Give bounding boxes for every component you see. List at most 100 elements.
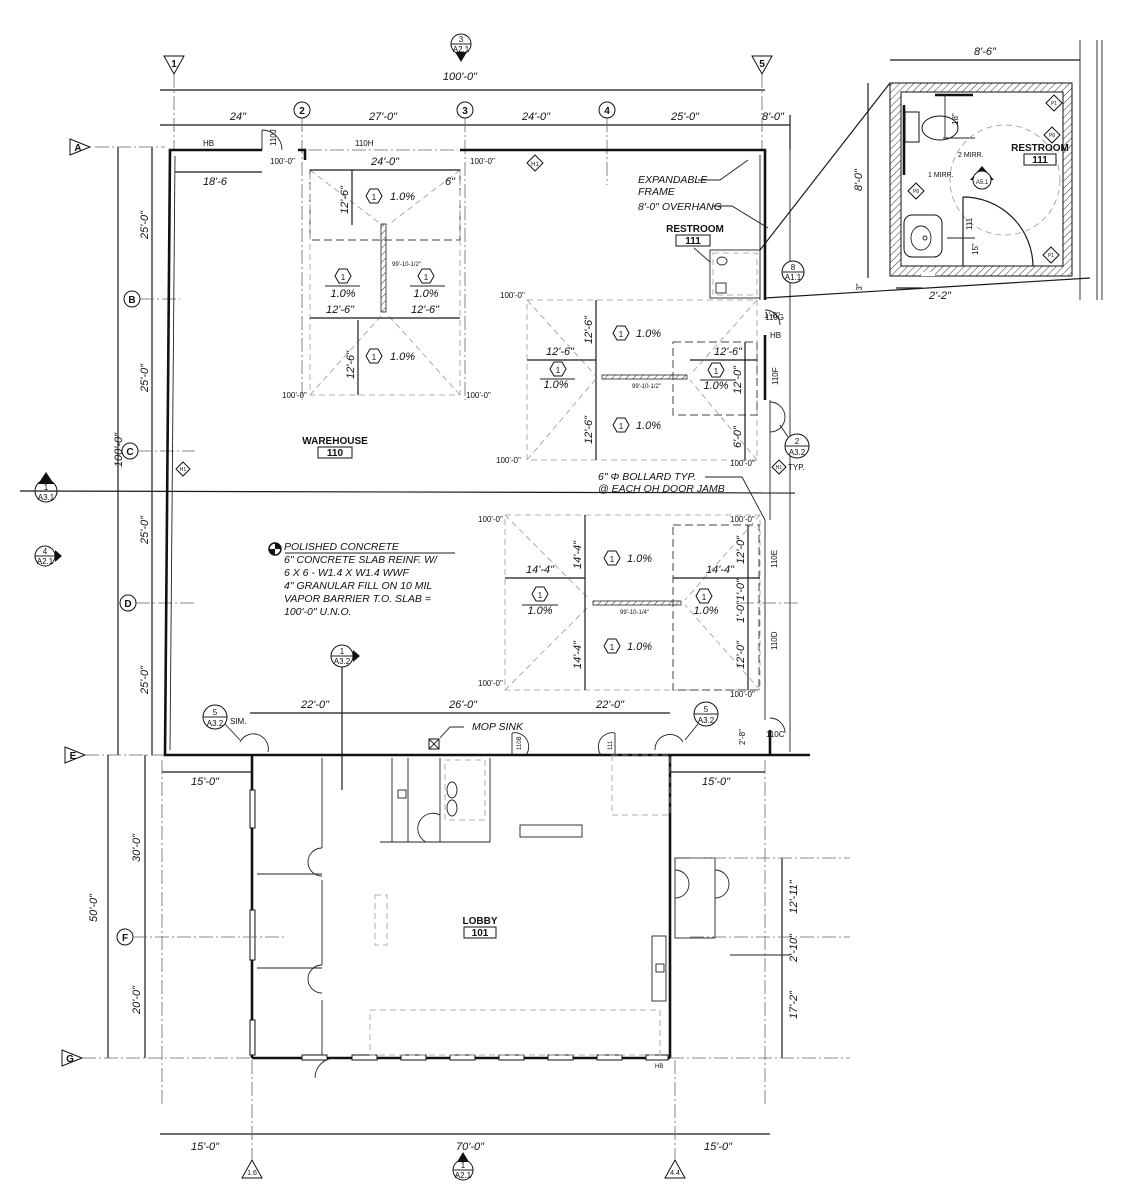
svg-text:RESTROOM: RESTROOM: [666, 224, 724, 235]
section-tag-bottom[interactable]: 1 A2.1: [452, 1152, 474, 1181]
grid-row-d[interactable]: D: [119, 594, 137, 612]
keynote-h1-top[interactable]: H1: [526, 154, 544, 172]
grid-column-5[interactable]: 5: [751, 55, 773, 76]
svg-text:12'-0": 12'-0": [735, 535, 747, 564]
mop-sink[interactable]: MOP SINK: [428, 721, 524, 750]
door-110a[interactable]: 110B: [511, 732, 530, 756]
svg-text:14'-4": 14'-4": [526, 564, 555, 576]
svg-text:MOP SINK: MOP SINK: [472, 721, 524, 733]
grid-column-1[interactable]: 1: [163, 55, 185, 76]
warehouse-walls: [163, 148, 810, 757]
grid-column-1-6[interactable]: 1.6: [241, 1158, 263, 1179]
keynote-h1-right[interactable]: H1: [771, 459, 787, 475]
svg-text:15'-0": 15'-0": [191, 1141, 220, 1153]
svg-text:100'-0": 100'-0": [478, 515, 503, 524]
svg-text:30'-0": 30'-0": [131, 833, 143, 862]
grid-row-g[interactable]: G: [61, 1049, 84, 1067]
keynote-p8-right[interactable]: P8: [1043, 126, 1061, 144]
svg-text:100'-0": 100'-0": [478, 679, 503, 688]
office-door-1[interactable]: [307, 847, 323, 877]
svg-text:RESTROOM: RESTROOM: [1011, 143, 1069, 154]
svg-text:LOBBY: LOBBY: [463, 916, 498, 927]
keynote-p1-bottom[interactable]: P1: [1042, 246, 1060, 264]
vestibule-door-outer[interactable]: [714, 869, 730, 899]
grid-row-e[interactable]: E: [64, 746, 87, 764]
svg-text:P1: P1: [1048, 253, 1054, 259]
svg-text:C: C: [126, 447, 133, 458]
grid-column-2[interactable]: 2: [293, 101, 311, 119]
door-110d-label[interactable]: 110D: [770, 631, 779, 650]
svg-text:1.0%: 1.0%: [413, 288, 438, 300]
room-lobby-101[interactable]: LOBBY 101: [463, 916, 498, 939]
svg-text:1: 1: [372, 193, 377, 202]
grid-row-a[interactable]: A: [69, 138, 92, 156]
svg-text:15'-0": 15'-0": [702, 776, 731, 788]
door-110c[interactable]: 110C: [766, 717, 786, 739]
grid-column-4-4[interactable]: 4.4: [664, 1158, 686, 1179]
svg-text:6 X 6 - W1.4 X W1.4 WWF: 6 X 6 - W1.4 X W1.4 WWF: [284, 567, 409, 579]
grid-column-3[interactable]: 3: [456, 101, 474, 119]
svg-text:A: A: [74, 143, 81, 154]
section-tag-left[interactable]: 1 A3.1: [34, 472, 58, 503]
detail-tag-8-a1-1[interactable]: 8 A1.1: [781, 260, 805, 284]
door-110e-label[interactable]: 110E: [770, 550, 779, 568]
svg-text:5: 5: [213, 708, 218, 717]
svg-text:8'-0": 8'-0": [762, 111, 785, 123]
svg-text:12'-6": 12'-6": [411, 304, 440, 316]
detail-tag-5-a3-2-left[interactable]: 5 A3.2 SIM.: [202, 704, 269, 753]
room-warehouse-110[interactable]: WAREHOUSE 110: [302, 436, 368, 459]
door-110b[interactable]: 111: [597, 732, 616, 756]
section-tag-top[interactable]: 3 A2.1: [450, 33, 472, 62]
lobby-entry-door[interactable]: [314, 1057, 336, 1079]
detail-tag-1-a3-2[interactable]: 1 A3.2: [330, 644, 360, 668]
svg-text:2'-8": 2'-8": [738, 729, 747, 745]
svg-text:110B: 110B: [517, 736, 523, 750]
svg-text:A3.2: A3.2: [334, 657, 351, 666]
grid-row-f[interactable]: F: [116, 928, 134, 946]
detail-tag-5-a3-2-right[interactable]: 5 A3.2: [654, 701, 719, 751]
floor-finish-note: POLISHED CONCRETE 6" CONCRETE SLAB REINF…: [268, 541, 455, 618]
door-110g[interactable]: 110G: [764, 309, 784, 326]
svg-text:4: 4: [43, 547, 48, 556]
svg-text:25'-0": 25'-0": [139, 363, 151, 393]
svg-text:110J: 110J: [269, 129, 278, 146]
door-110f-label[interactable]: 110F: [771, 367, 780, 385]
restroom-door-swing[interactable]: [962, 196, 1034, 267]
svg-text:3": 3": [855, 283, 864, 290]
svg-text:1.0%: 1.0%: [527, 605, 552, 617]
elevation-tag-left[interactable]: 4 A2.1: [34, 545, 62, 567]
svg-text:15'-0": 15'-0": [704, 1141, 733, 1153]
svg-text:1 MIRR.: 1 MIRR.: [928, 172, 954, 179]
svg-text:100'-0": 100'-0": [466, 391, 491, 400]
keynote-h1-left[interactable]: H1: [175, 461, 191, 477]
svg-text:F: F: [122, 933, 128, 944]
svg-text:100'-0": 100'-0": [496, 456, 521, 465]
restroom-111-small[interactable]: RESTROOM 111: [666, 224, 761, 299]
office-door-2[interactable]: [307, 964, 323, 994]
detail-tag-2-a3-2[interactable]: 2 A3.2 TYP.: [779, 424, 810, 472]
grid-column-4[interactable]: 4: [598, 101, 616, 119]
door-110h-label: 110H: [355, 139, 374, 148]
keynote-p8-left[interactable]: P8: [907, 182, 925, 200]
svg-text:H1: H1: [180, 467, 187, 473]
svg-text:1.0%: 1.0%: [627, 641, 652, 653]
svg-text:1'-8": 1'-8": [764, 311, 780, 320]
overhang-note: 8'-0" OVERHANG: [638, 201, 722, 213]
slope-zone-2: 99'-10-1/2" 12'-6" 12'-6" 12'-6" 1 1.0% …: [496, 291, 758, 468]
svg-text:12'-6": 12'-6": [583, 415, 595, 444]
svg-text:15'-0": 15'-0": [191, 776, 220, 788]
svg-text:1: 1: [538, 591, 543, 600]
svg-text:2'-10": 2'-10": [788, 933, 800, 963]
restroom-door[interactable]: [417, 812, 441, 843]
grid-row-c[interactable]: C: [121, 442, 139, 460]
door-110j[interactable]: 110J: [261, 129, 283, 151]
vestibule-door-inner[interactable]: [674, 869, 690, 899]
keynote-p1-top[interactable]: P1: [1045, 94, 1063, 112]
svg-text:HB: HB: [655, 1064, 663, 1070]
svg-text:A2.1: A2.1: [455, 1171, 472, 1180]
grid-row-b[interactable]: B: [123, 290, 141, 308]
svg-text:SIM.: SIM.: [230, 717, 246, 726]
svg-text:1: 1: [461, 1161, 466, 1170]
svg-text:1: 1: [556, 366, 561, 375]
svg-text:P8: P8: [1049, 133, 1055, 139]
